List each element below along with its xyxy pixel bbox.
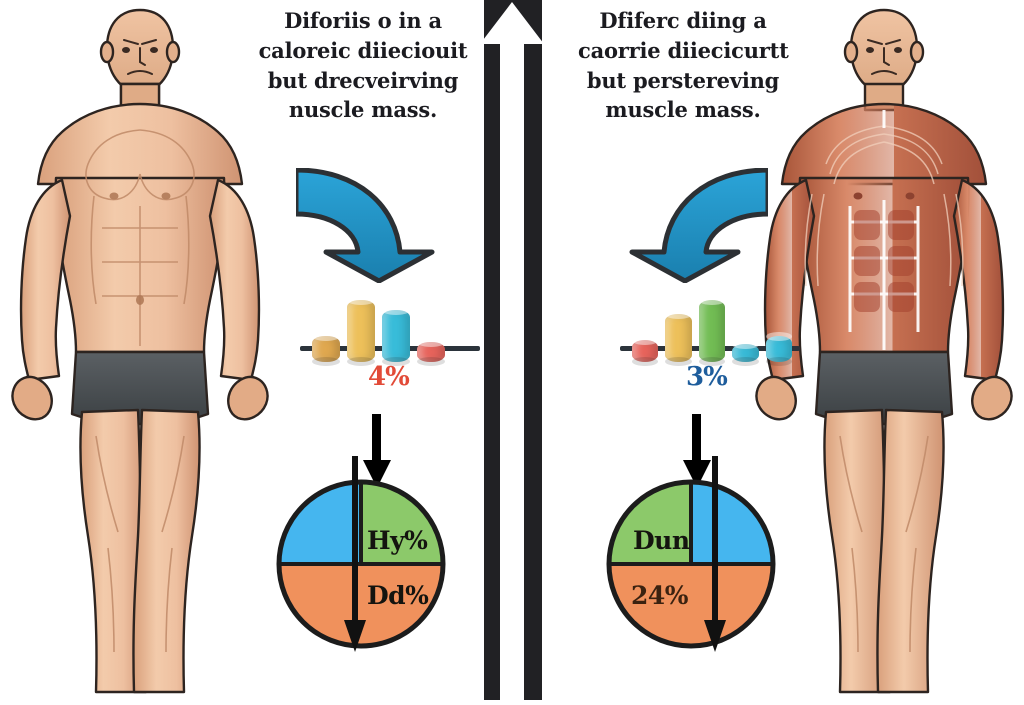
right-down-arrow <box>682 414 712 492</box>
bar-group <box>632 288 793 366</box>
bar-item <box>417 338 445 366</box>
caption-line: Diforiis o in a <box>284 8 442 33</box>
caption-line: caorrie diiecicurtt <box>578 37 789 63</box>
down-arrow-icon <box>683 414 711 488</box>
muscular-male-figure-icon <box>11 8 269 694</box>
muscular-male-anatomy-figure-icon <box>755 8 1013 694</box>
caption-line: but drecveirving <box>267 67 459 93</box>
center-divider <box>478 0 546 700</box>
right-pie-chart: Dun 24% <box>605 478 777 650</box>
bar-item <box>312 332 340 366</box>
right-pie-needle-arrow <box>702 456 728 656</box>
left-percent-label: 4% <box>368 362 410 392</box>
up-arrow-icon <box>480 0 544 700</box>
caption-line: caloreic diieciouit <box>258 37 468 63</box>
bar-item <box>347 296 375 366</box>
curved-down-arrow-icon <box>293 167 435 284</box>
right-curved-arrow <box>618 167 771 284</box>
caption-line: muscle mass. <box>605 97 761 123</box>
caption-line: nuscle mass. <box>288 97 438 123</box>
bar-item <box>732 340 760 366</box>
down-arrow-icon <box>363 414 391 488</box>
left-down-arrow <box>362 414 392 492</box>
right-bar-chart: 3% <box>620 288 800 398</box>
down-arrow-icon <box>704 456 726 652</box>
right-figure <box>734 0 1024 700</box>
left-curved-arrow <box>293 167 446 284</box>
bar-item <box>698 296 726 366</box>
caption-line: but perstereving <box>586 67 780 93</box>
bar-item <box>382 306 410 366</box>
bar-group <box>312 288 472 366</box>
caption-line: Dfiferc diing a <box>599 8 767 33</box>
bar-item <box>765 332 793 366</box>
left-figure <box>0 0 290 700</box>
bar-item <box>665 310 693 366</box>
pie-chart-icon <box>276 479 446 649</box>
right-percent-label: 3% <box>686 362 728 392</box>
right-caption: Dfiferc diing a caorrie diiecicurtt but … <box>578 6 789 125</box>
left-bar-chart: 4% <box>300 288 480 398</box>
bar-item <box>632 336 659 366</box>
down-arrow-icon <box>344 456 366 652</box>
left-caption: Diforiis o in a caloreic diieciouit but … <box>258 6 468 125</box>
curved-down-arrow-icon <box>629 167 771 284</box>
left-pie-needle-arrow <box>342 456 368 656</box>
pie-chart-icon <box>606 479 776 649</box>
